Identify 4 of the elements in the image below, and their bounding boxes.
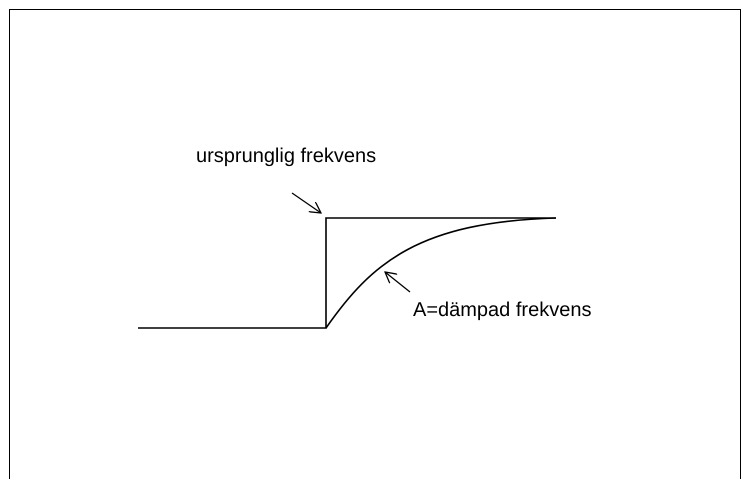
leader-arrow	[292, 192, 322, 214]
annotation-text: ursprunglig frekvens	[196, 146, 376, 166]
leader-arrow	[384, 271, 410, 292]
annotation-text: A=dämpad frekvens	[413, 300, 592, 320]
